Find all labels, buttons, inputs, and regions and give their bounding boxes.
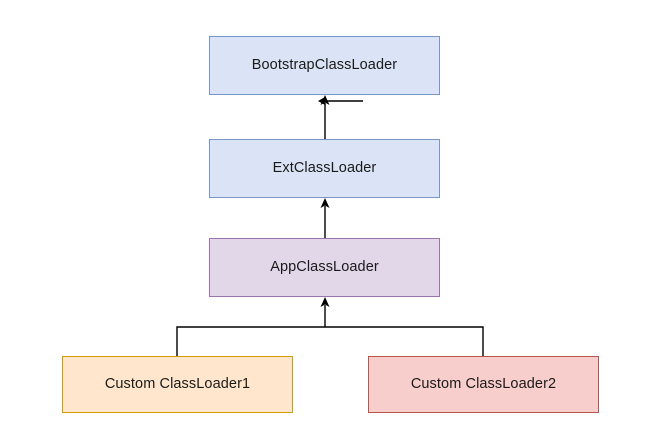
edge-ext-to-bootstrap-line (320, 95, 330, 139)
node-label: Custom ClassLoader2 (410, 375, 557, 392)
node-custom-classloader-2[interactable]: Custom ClassLoader2 (368, 356, 599, 413)
node-bootstrap-classloader[interactable]: BootstrapClassLoader (209, 36, 440, 95)
node-label: ExtClassLoader (272, 159, 377, 176)
node-label: Custom ClassLoader1 (104, 375, 251, 392)
node-ext-classloader[interactable]: ExtClassLoader (209, 139, 440, 198)
edge-app-to-ext (320, 198, 330, 238)
node-label: BootstrapClassLoader (251, 56, 398, 73)
node-app-classloader[interactable]: AppClassLoader (209, 238, 440, 297)
node-label: AppClassLoader (270, 258, 379, 275)
node-custom-classloader-1[interactable]: Custom ClassLoader1 (62, 356, 293, 413)
edge-custom-to-app (176, 297, 484, 356)
